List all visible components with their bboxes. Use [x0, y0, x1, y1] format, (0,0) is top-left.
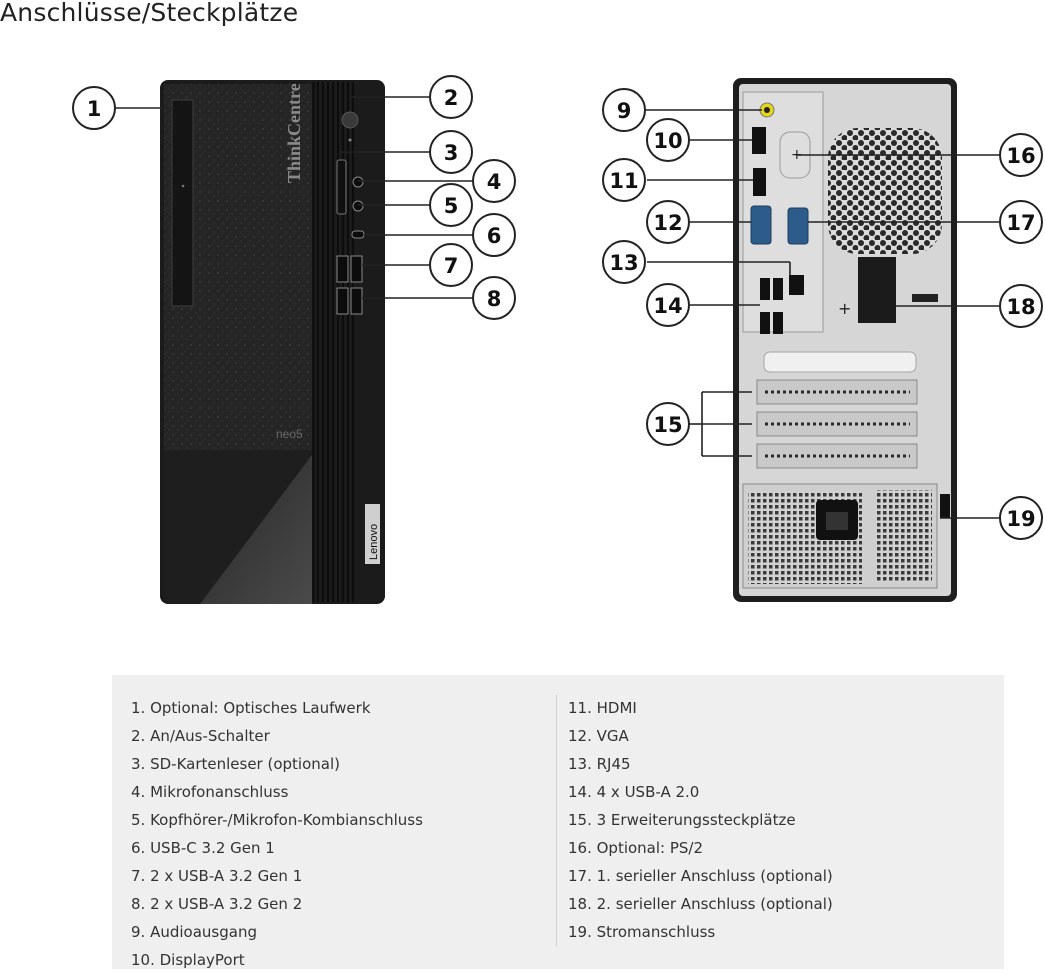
legend-item: 4. Mikrofonanschluss [131, 783, 289, 801]
legend-item: 3. SD-Kartenleser (optional) [131, 755, 340, 773]
legend-item: 8. 2 x USB-A 3.2 Gen 2 [131, 895, 303, 913]
legend-item: 17. 1. serieller Anschluss (optional) [568, 867, 833, 885]
callout-14: 14 [646, 283, 690, 327]
usb-a-2-port [760, 312, 770, 334]
legend-item: 6. USB-C 3.2 Gen 1 [131, 839, 275, 857]
model-label: neo5 [276, 427, 303, 441]
usb-a-2-port [773, 312, 783, 334]
usb-a-2-port [773, 278, 783, 300]
legend-item: 2. An/Aus-Schalter [131, 727, 270, 745]
svg-text:8: 8 [487, 287, 502, 311]
usb-c-port [351, 230, 365, 239]
callout-19: 19 [999, 496, 1043, 540]
svg-text:1: 1 [87, 97, 102, 121]
legend-item: 10. DisplayPort [131, 951, 245, 969]
lenovo-label: Lenovo [368, 524, 380, 560]
callout-11: 11 [602, 158, 646, 202]
expansion-slots [756, 379, 918, 469]
rj45-port [789, 275, 804, 295]
legend-item: 16. Optional: PS/2 [568, 839, 704, 857]
vga-port [750, 205, 772, 245]
port-diagram: ThinkCentre neo5 Lenovo [72, 75, 1043, 604]
fan-grille [828, 128, 942, 254]
legend-item: 7. 2 x USB-A 3.2 Gen 1 [131, 867, 303, 885]
svg-text:11: 11 [609, 169, 638, 193]
svg-text:10: 10 [653, 129, 682, 153]
usb-a-gen2-port [350, 287, 363, 315]
svg-text:17: 17 [1006, 211, 1035, 235]
legend-item: 9. Audioausgang [131, 923, 257, 941]
callout-10: 10 [646, 118, 690, 162]
legend-item: 11. HDMI [568, 699, 637, 717]
callout-18: 18 [999, 284, 1043, 328]
svg-text:5: 5 [444, 194, 459, 218]
displayport-port [752, 127, 766, 154]
svg-text:4: 4 [487, 170, 502, 194]
power-button [341, 111, 359, 129]
hdmi-port [753, 168, 766, 196]
svg-text:9: 9 [617, 99, 632, 123]
svg-text:12: 12 [653, 211, 682, 235]
brand-vertical-text: ThinkCentre [284, 83, 304, 183]
callout-9: 9 [602, 88, 646, 132]
callout-1: 1 [72, 86, 116, 130]
callout-6: 6 [472, 213, 516, 257]
svg-text:18: 18 [1006, 295, 1035, 319]
callout-8: 8 [472, 276, 516, 320]
callout-17: 17 [999, 200, 1043, 244]
serial-port-2-cover [858, 257, 896, 323]
svg-text:13: 13 [609, 251, 638, 275]
usb-a-gen1-port [336, 255, 349, 283]
svg-text:15: 15 [653, 413, 682, 437]
callout-4: 4 [472, 159, 516, 203]
legend-item: 14. 4 x USB-A 2.0 [568, 783, 700, 801]
svg-text:16: 16 [1006, 144, 1035, 168]
front-ribs [317, 82, 354, 602]
legend-panel: 1. Optional: Optisches Laufwerk 2. An/Au… [112, 675, 1004, 969]
callout-7: 7 [429, 243, 473, 287]
svg-text:3: 3 [444, 141, 459, 165]
legend-item: 13. RJ45 [568, 755, 631, 773]
usb-a-gen1-port [350, 255, 363, 283]
usb-a-gen2-port [336, 287, 349, 315]
callout-5: 5 [429, 183, 473, 227]
callout-2: 2 [429, 75, 473, 119]
callout-3: 3 [429, 130, 473, 174]
callout-12: 12 [646, 200, 690, 244]
legend-item: 18. 2. serieller Anschluss (optional) [568, 895, 833, 913]
legend-item: 1. Optional: Optisches Laufwerk [131, 699, 371, 717]
lenovo-badge [365, 504, 380, 564]
svg-text:+: + [838, 299, 851, 318]
legend-item: 19. Stromanschluss [568, 923, 716, 941]
callout-lines [116, 96, 1000, 519]
svg-text:6: 6 [487, 224, 502, 248]
legend-divider [556, 695, 557, 947]
page-title: Anschlüsse/Steckplätze [0, 0, 299, 27]
legend-column-left: 1. Optional: Optisches Laufwerk 2. An/Au… [131, 695, 423, 975]
callout-15: 15 [646, 402, 690, 446]
callout-13: 13 [602, 240, 646, 284]
callout-badges: 1 2 3 4 5 6 7 8 [72, 75, 1043, 540]
callout-16: 16 [999, 133, 1043, 177]
serial-port-1 [787, 207, 809, 245]
legend-item: 15. 3 Erweiterungssteckplätze [568, 811, 796, 829]
svg-text:7: 7 [444, 254, 459, 278]
combo-audio-jack [352, 200, 364, 212]
svg-text:2: 2 [444, 86, 459, 110]
legend-column-right: 11. HDMI 12. VGA 13. RJ45 14. 4 x USB-A … [568, 695, 833, 947]
usb-a-2-port [760, 278, 770, 300]
mic-jack [352, 176, 364, 188]
svg-text:19: 19 [1006, 507, 1035, 531]
back-tower: + + [733, 78, 957, 602]
front-tower: ThinkCentre neo5 Lenovo [160, 80, 385, 604]
legend-item: 5. Kopfhörer-/Mikrofon-Kombianschluss [131, 811, 423, 829]
sd-card-reader [336, 159, 347, 215]
front-facet [200, 455, 312, 604]
svg-text:14: 14 [653, 294, 682, 318]
optical-drive-bay [171, 99, 194, 307]
legend-item: 12. VGA [568, 727, 629, 745]
